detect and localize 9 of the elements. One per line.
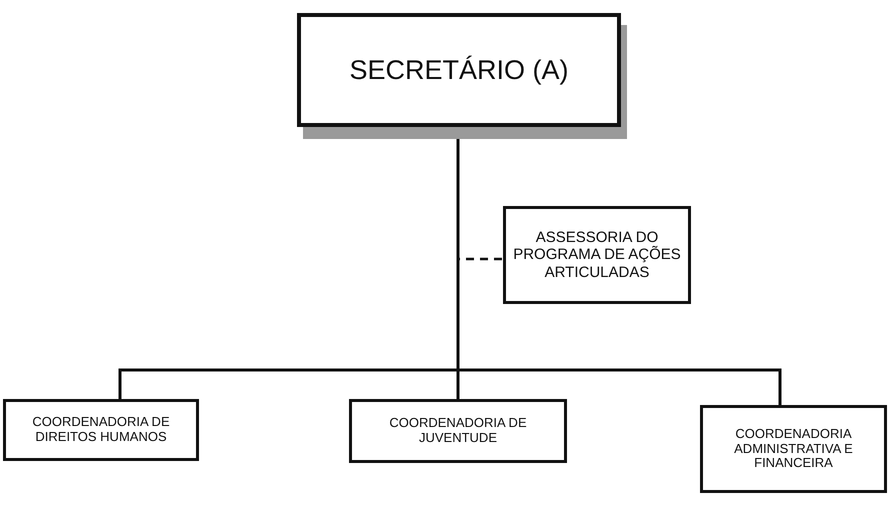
org-box bbox=[700, 405, 887, 493]
box-title: COORDENADORIA DE JUVENTUDE bbox=[388, 416, 528, 446]
org-box bbox=[503, 206, 691, 304]
box-title: SECRETÁRIO (A) bbox=[349, 55, 569, 86]
org-box bbox=[349, 399, 567, 463]
box-title: COORDENADORIA DE DIREITOS HUMANOS bbox=[31, 415, 171, 445]
box-title: ASSESSORIA DO PROGRAMA DE AÇÕES ARTICULADAS bbox=[512, 229, 682, 281]
org-box bbox=[3, 399, 199, 461]
box-title: COORDENADORIA ADMINISTRATIVA E FINANCEIRA bbox=[733, 426, 854, 472]
